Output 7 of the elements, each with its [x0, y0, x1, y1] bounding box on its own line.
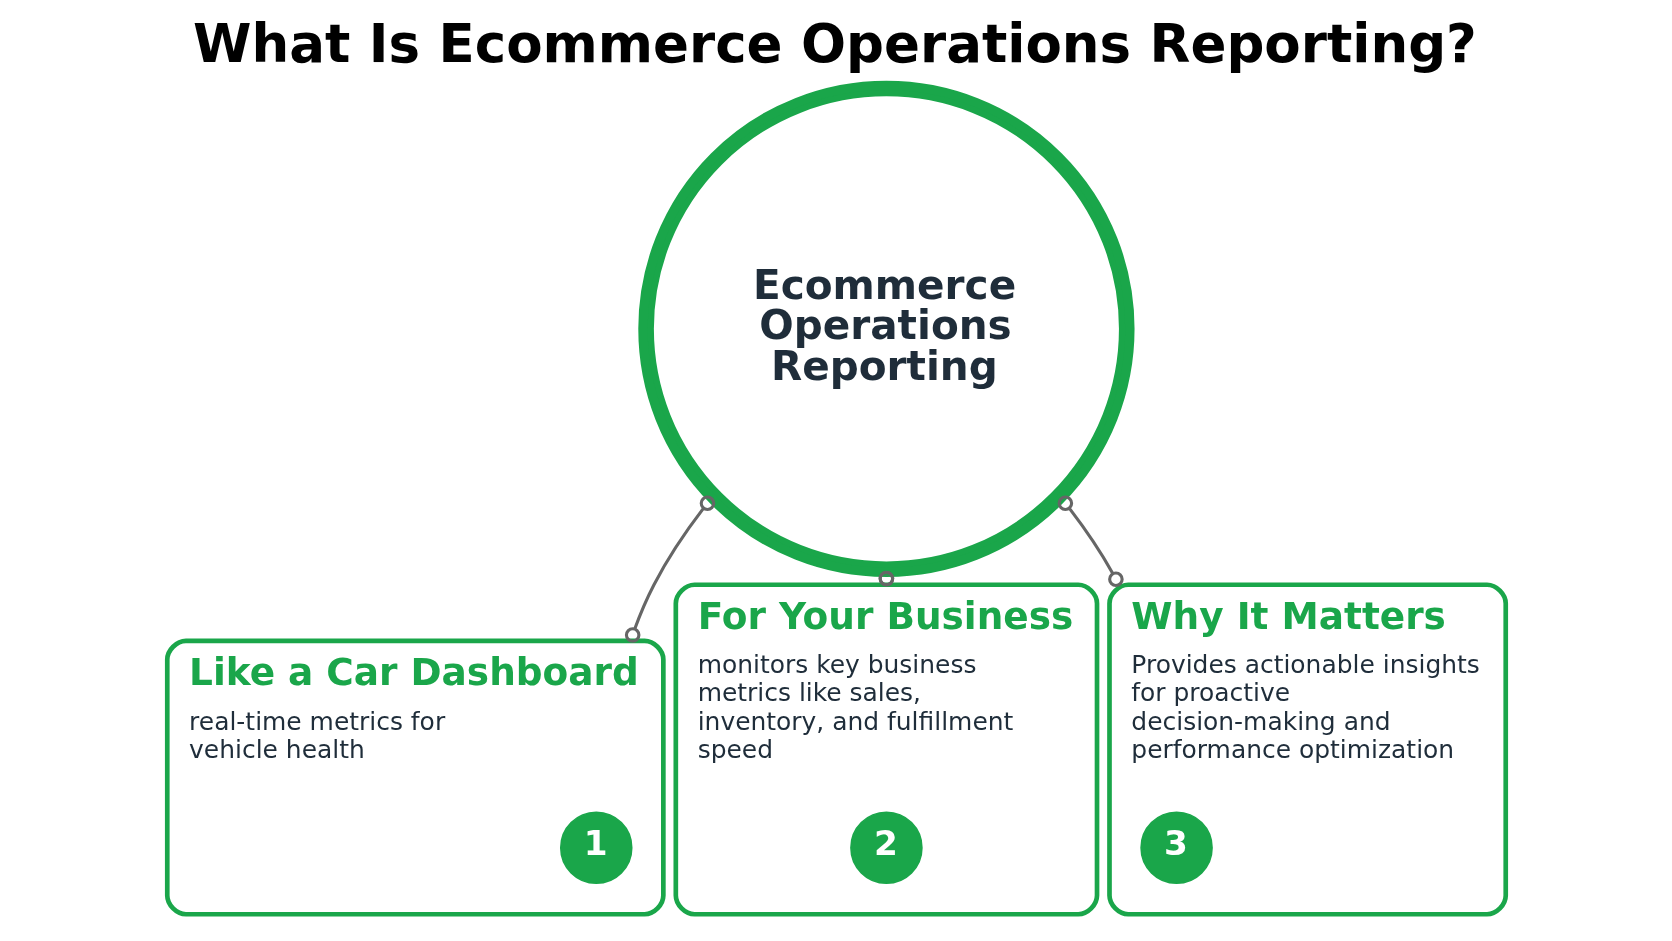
node-circle: 2	[849, 811, 923, 884]
connector	[1057, 495, 1124, 587]
diagram-title: What Is Ecommerce Operations Reporting?	[192, 12, 1477, 75]
connector	[878, 570, 894, 586]
node-circle: 1	[559, 811, 633, 884]
connector	[624, 495, 715, 643]
node-circle: 3	[1139, 811, 1213, 884]
